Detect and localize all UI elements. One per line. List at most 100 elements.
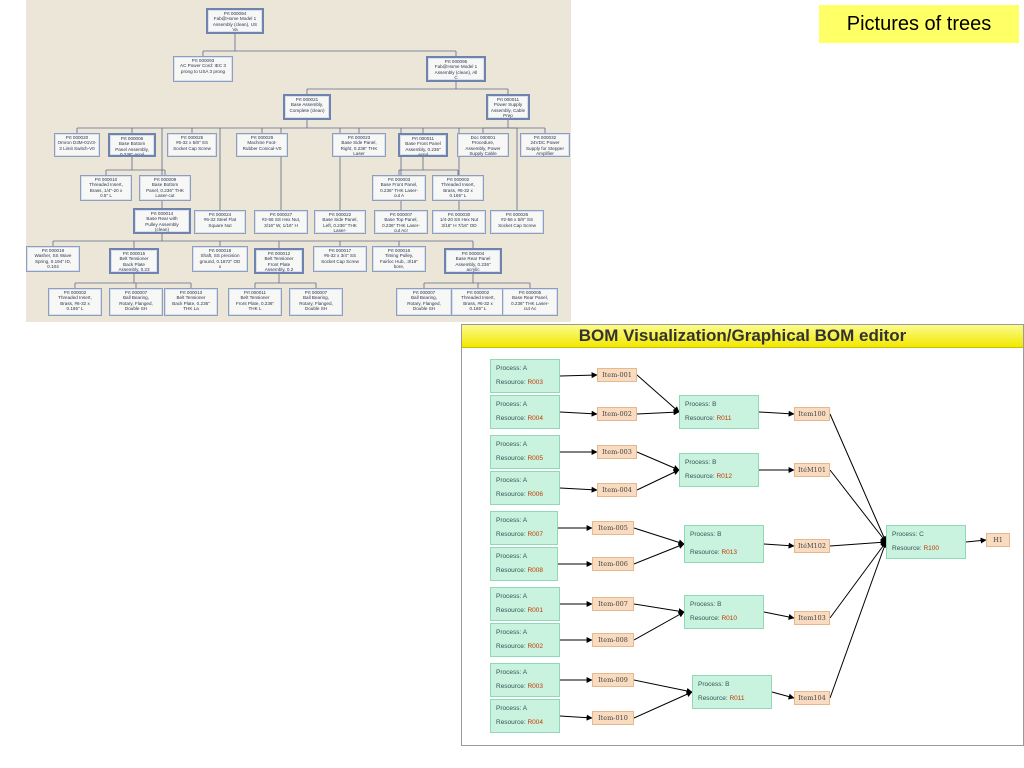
tree-node: Prt 000007 Ball Bearing, Rotary, Flanged… — [109, 288, 163, 316]
bom-arrow — [965, 537, 987, 544]
bom-arrow — [829, 541, 887, 619]
resource-value: R012 — [716, 473, 732, 480]
resource-value: R011 — [716, 415, 732, 422]
resource-label: Resource: — [690, 549, 720, 556]
process-label: Process: — [685, 401, 711, 408]
bom-arrow — [559, 486, 598, 493]
item-node[interactable]: Item-006 — [592, 557, 634, 571]
item-node[interactable]: ItéM101 — [794, 463, 830, 477]
tree-node: Prt 000025 #6-32 x 5/8" SS Socket Cap Sc… — [167, 133, 217, 157]
item-node[interactable]: Item104 — [794, 691, 830, 705]
bom-arrow — [633, 691, 693, 719]
resource-value: R004 — [527, 719, 543, 726]
bom-arrow — [559, 372, 598, 379]
bom-arrow — [633, 543, 685, 565]
item-node[interactable]: Item-007 — [592, 597, 634, 611]
tree-node: Prt 000017 #6-32 x 3/4" SS Socket Cap Sc… — [313, 246, 367, 272]
item-node[interactable]: Item-003 — [597, 445, 637, 459]
bom-connectors — [558, 372, 987, 721]
process-name: B — [712, 459, 717, 466]
bom-arrow — [636, 374, 680, 413]
bom-arrow — [633, 679, 693, 694]
tree-node: Prt 000007 Ball Bearing, Rotary, Flanged… — [289, 288, 343, 316]
slide-title: Pictures of trees — [819, 5, 1019, 43]
tree-node: Prt 000006 Base Bottom Panel Assembly, 0… — [108, 133, 156, 157]
item-node[interactable]: Item-002 — [597, 407, 637, 421]
item-node[interactable]: Item-004 — [597, 483, 637, 497]
process-name: A — [522, 401, 528, 408]
item-node[interactable]: ItéM102 — [794, 539, 830, 553]
process-name: B — [717, 601, 722, 608]
bom-arrow — [559, 714, 593, 721]
item-node[interactable]: Item-005 — [592, 521, 634, 535]
resource-label: Resource: — [496, 455, 526, 462]
process-label: Process: — [496, 365, 522, 372]
bom-arrow — [829, 469, 887, 543]
item-node[interactable]: Item100 — [794, 407, 830, 421]
tree-node: Prt 000024 #6-32 Steel Flat Square Nut — [194, 210, 246, 234]
bom-editor-title: BOM Visualization/Graphical BOM editor — [462, 325, 1023, 348]
bom-arrow — [633, 603, 685, 615]
tree-node: Doc 000001 Procedure, Assembly, Power Su… — [457, 133, 509, 157]
resource-value: R001 — [527, 607, 543, 614]
bom-arrow — [763, 611, 795, 620]
process-label: Process: — [690, 531, 716, 538]
process-name: A — [522, 593, 528, 600]
tree-node: Prt 000014 Base Rear with Pulley Assembl… — [133, 208, 191, 234]
process-label: Process: — [496, 553, 522, 560]
process-label: Process: — [496, 593, 522, 600]
tree-node: Prt 000019 Washer, SS Wave Spring, 0.194… — [26, 246, 80, 272]
tree-node: Prt 000032 24VDC Power Supply for Steppe… — [520, 133, 570, 157]
tree-node: Prt 000011 Belt Tensioner Front Plate, 0… — [228, 288, 282, 316]
process-name: A — [522, 517, 528, 524]
process-name: C — [919, 531, 924, 538]
process-label: Process: — [690, 601, 716, 608]
item-node[interactable]: Item-010 — [592, 711, 634, 725]
tree-node: Prt 000004 Base Rear Panel Assembly, 0.2… — [444, 248, 502, 274]
item-node[interactable]: H1 — [986, 533, 1010, 547]
resource-label: Resource: — [496, 379, 526, 386]
resource-value: R100 — [923, 545, 939, 552]
tree-node: Prt 000012 Belt Tensioner Front Plate As… — [254, 248, 304, 274]
tree-node: Prt 000095 Fab@Home Model 1 Assembly (cl… — [426, 56, 486, 82]
process-name: A — [522, 441, 528, 448]
tree-node: Prt 000094 Fab@Home Model 1 Assembly (cl… — [206, 8, 264, 34]
process-label: Process: — [698, 681, 724, 688]
resource-label: Resource: — [892, 545, 922, 552]
tree-node: Prt 000002 Threaded Insert, Brass, #6-32… — [432, 175, 484, 201]
bom-arrow — [633, 527, 685, 546]
resource-value: R005 — [527, 455, 543, 462]
process-label: Process: — [496, 669, 522, 676]
resource-label: Resource: — [698, 695, 728, 702]
tree-node: Prt 000007 Ball Bearing, Rotary, Flanged… — [396, 288, 452, 316]
process-name: A — [522, 629, 528, 636]
item-node[interactable]: Item-001 — [597, 368, 637, 382]
resource-label: Resource: — [496, 643, 526, 650]
tree-node: Prt 000023 Base Side Panel, Right, 0.236… — [332, 133, 386, 157]
item-node[interactable]: Item-008 — [592, 633, 634, 647]
bom-editor-panel: BOM Visualization/Graphical BOM editor P… — [461, 324, 1024, 746]
item-node[interactable]: Item103 — [794, 611, 830, 625]
process-name: A — [522, 705, 528, 712]
process-name: A — [522, 365, 528, 372]
bom-arrow — [633, 611, 685, 641]
item-node[interactable]: Item-009 — [592, 673, 634, 687]
resource-value: R011 — [729, 695, 745, 702]
tree-node: Prt 000002 Threaded Insert, Brass, #6-32… — [451, 288, 505, 316]
